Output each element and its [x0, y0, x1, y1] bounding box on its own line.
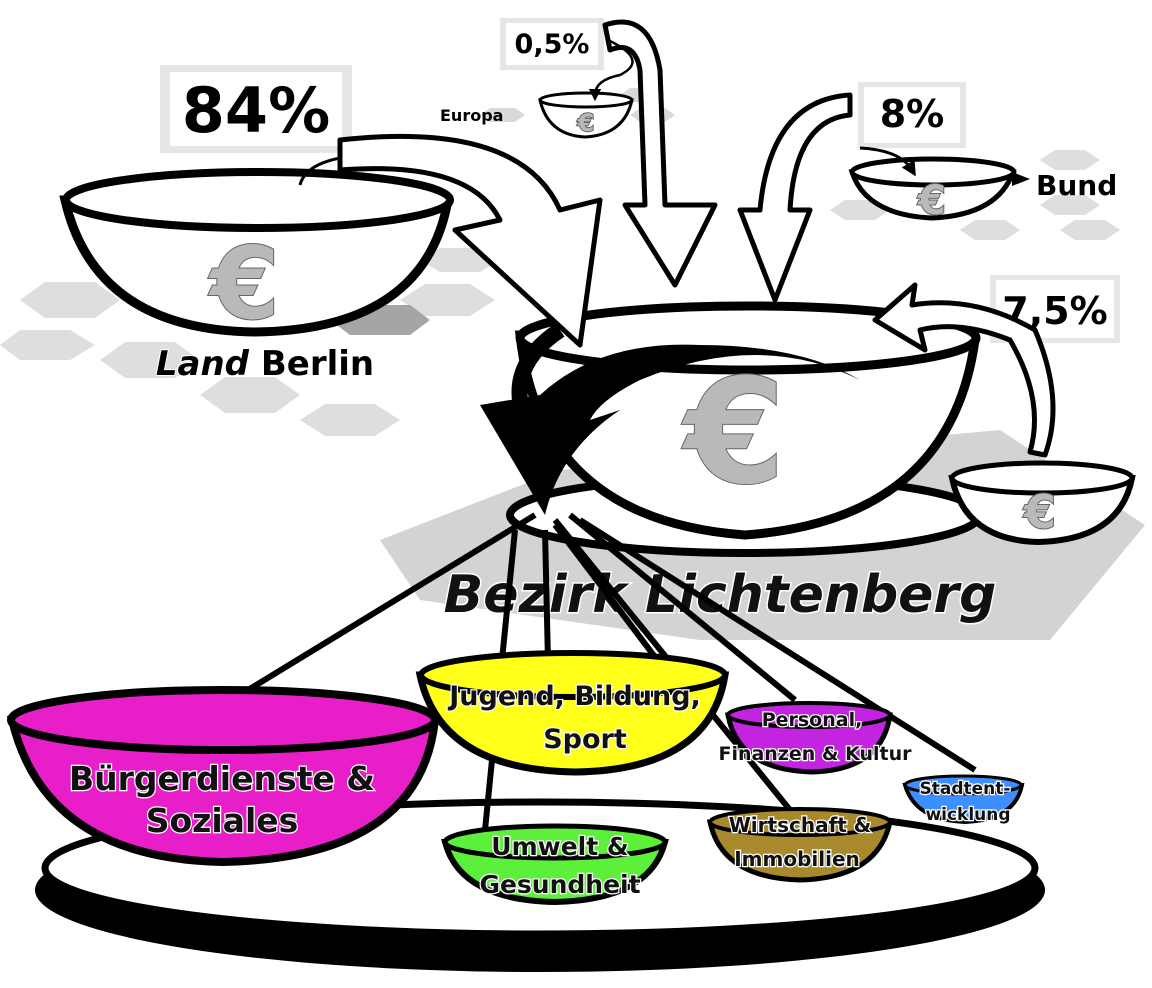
arrow-bund-to-district: [737, 92, 853, 303]
district-euro-sign: €: [682, 348, 786, 517]
own-revenue-bowl: [948, 475, 1136, 546]
svg-text:Wirtschaft &: Wirtschaft &: [729, 813, 872, 837]
land-berlin-bowl-rim: [62, 168, 454, 232]
department-stadtentwicklung: Stadtent- wicklung: [902, 774, 1025, 826]
europa-bowl: [538, 98, 634, 139]
svg-text:wicklung: wicklung: [925, 805, 1010, 825]
svg-text:8%: 8%: [880, 92, 945, 136]
bund-bowl-rim: [849, 156, 1017, 188]
district-label: Bezirk Lichtenberg: [444, 565, 997, 625]
department-buergerdienste: Bürgerdienste & Soziales: [6, 686, 440, 867]
department-personal-finanzen-kultur: Personal, Finanzen & Kultur: [717, 701, 913, 775]
svg-text:Immobilien: Immobilien: [734, 847, 860, 871]
svg-text:0,5%: 0,5%: [515, 29, 590, 60]
department-umwelt-gesundheit: Umwelt & Gesundheit: [441, 823, 669, 906]
arrow-own-revenue-loop: [872, 282, 1056, 458]
distribution-swoosh-arrow: [480, 344, 860, 515]
own-revenue-bowl-rim: [949, 460, 1135, 496]
europa-euro-sign: €: [577, 109, 595, 137]
percent-box-europa: 0,5%: [500, 18, 604, 70]
percent-box-bund: 8%: [858, 82, 966, 148]
flow-arrows: [337, 19, 1056, 458]
distribution-swoosh-inner: [511, 323, 565, 401]
svg-text:Jugend, Bildung,: Jugend, Bildung,: [447, 681, 701, 712]
svg-text:Umwelt &: Umwelt &: [491, 832, 628, 861]
arrow-land-to-district: [337, 133, 603, 348]
department-jugend-bildung-sport: Jugend, Bildung, Sport: [415, 650, 730, 776]
arrow-land-loop: [298, 156, 341, 186]
land-berlin-label: Land Berlin: [156, 344, 374, 384]
svg-text:Sport: Sport: [543, 724, 627, 755]
land-berlin-bowl: [59, 195, 454, 337]
arrow-europa-to-district: [602, 19, 718, 288]
svg-text:Bürgerdienste &: Bürgerdienste &: [69, 759, 375, 798]
svg-text:84%: 84%: [182, 74, 330, 147]
land-berlin-euro-sign: €: [208, 225, 280, 342]
svg-text:Soziales: Soziales: [146, 801, 299, 840]
svg-text:Stadtent-: Stadtent-: [920, 779, 1011, 799]
svg-text:Finanzen & Kultur: Finanzen & Kultur: [718, 743, 912, 765]
europa-label: Europa: [440, 106, 503, 125]
svg-text:Personal,: Personal,: [762, 709, 863, 731]
hex-pattern-bund: [830, 150, 1120, 240]
svg-text:Gesundheit: Gesundheit: [479, 870, 640, 899]
department-wirtschaft-immobilien: Wirtschaft & Immobilien: [706, 807, 894, 883]
percent-box-land-berlin: 84%: [160, 65, 352, 153]
bund-pointer: [1012, 172, 1030, 186]
arrow-bund-loop: [859, 146, 916, 177]
bund-euro-sign: €: [917, 178, 946, 224]
bund-label: Bund: [1036, 169, 1117, 202]
own-revenue-euro-sign: €: [1023, 485, 1056, 539]
europa-bowl-rim: [538, 91, 634, 109]
arrow-europa-loop: [588, 38, 634, 102]
